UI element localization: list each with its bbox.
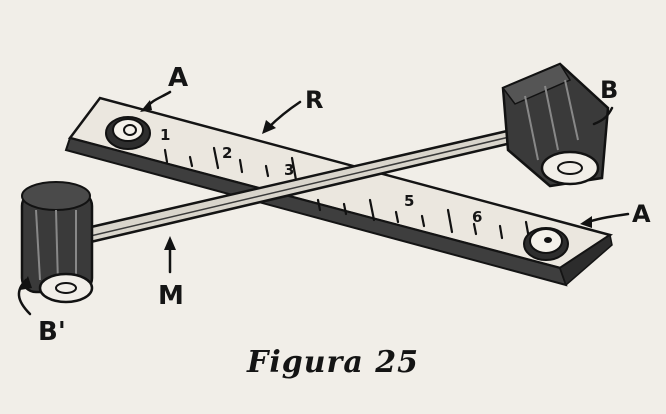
label-a-top: A xyxy=(168,63,188,93)
scale-number-2: 2 xyxy=(222,144,232,162)
arrow-b xyxy=(592,106,614,126)
scale-number-5: 5 xyxy=(404,192,414,210)
label-r: R xyxy=(305,86,323,114)
pivot-disc-left xyxy=(105,116,151,150)
label-m: M xyxy=(158,281,184,311)
pivot-disc-right xyxy=(523,227,569,261)
ruler-ticks xyxy=(163,146,532,246)
roller-b xyxy=(501,62,610,188)
label-a-right: A xyxy=(632,200,651,228)
scale-number-6: 6 xyxy=(472,208,482,226)
arrow-b-prime xyxy=(17,278,32,316)
scale-number-1: 1 xyxy=(160,126,170,144)
roller-b-prime xyxy=(20,181,94,304)
figure-caption: Figura 25 xyxy=(247,345,419,380)
label-b: B xyxy=(600,76,618,104)
scale-number-3: 3 xyxy=(284,161,294,179)
label-b-prime: B' xyxy=(38,317,66,347)
